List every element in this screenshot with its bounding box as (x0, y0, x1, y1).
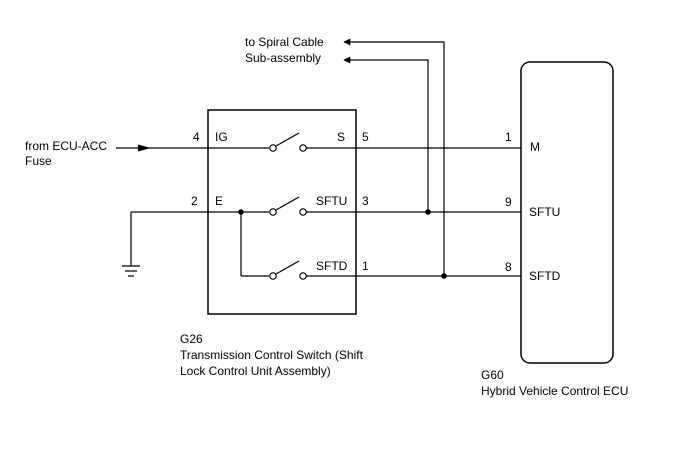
ecu-pin-number-sftd: 8 (505, 260, 512, 274)
switch-pin-label-e: E (215, 194, 223, 208)
switch-name-line2: Lock Control Unit Assembly) (180, 364, 331, 378)
switch-pin-label-ig: IG (215, 130, 228, 144)
switch-pin-label-sftd: SFTD (316, 259, 348, 273)
ecu-pin-number-m: 1 (505, 130, 512, 144)
spiral-cable-wire-1 (343, 56, 429, 212)
switch-pin-number-ig: 4 (193, 130, 200, 144)
spiral-cable-label-line2: Sub-assembly (245, 51, 321, 65)
switch-pin-number-sftd: 1 (362, 259, 369, 273)
switch-icon (269, 260, 307, 280)
fuse-label-line1: from ECU-ACC (25, 139, 107, 153)
ecu-pin-label-sftu: SFTU (529, 205, 560, 219)
switch-pin-number-s: 5 (362, 130, 369, 144)
switch-name-line1: Transmission Control Switch (Shift (180, 348, 364, 362)
arrow-icon (138, 144, 151, 152)
ecu-name: Hybrid Vehicle Control ECU (481, 384, 628, 398)
switch-pin-label-sftu: SFTU (316, 194, 347, 208)
ecu-pin-label-sftd: SFTD (529, 269, 561, 283)
ecu-pin-label-m: M (530, 140, 540, 154)
spiral-cable-label-line1: to Spiral Cable (245, 35, 324, 49)
switch-pin-number-sftu: 3 (362, 194, 369, 208)
ecu-pin-number-sftu: 9 (505, 195, 512, 209)
switch-pin-label-s: S (337, 130, 345, 144)
ecu-code: G60 (481, 368, 504, 382)
fuse-label-line2: Fuse (25, 154, 52, 168)
switch-pin-number-e: 2 (191, 194, 198, 208)
switch-code: G26 (180, 332, 203, 346)
ground-icon (122, 265, 140, 277)
switch-icon (269, 132, 307, 152)
spiral-cable-wire-2 (343, 38, 445, 276)
